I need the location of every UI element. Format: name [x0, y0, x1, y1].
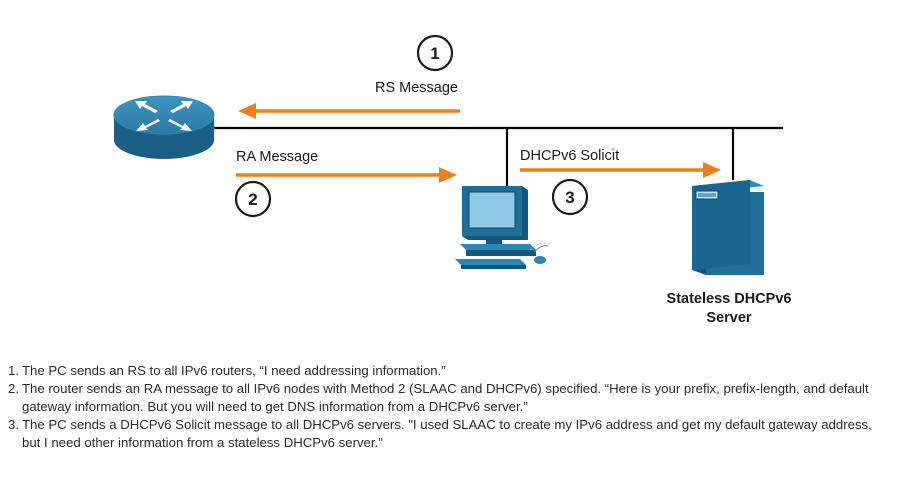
step-item-2: 2. The router sends an RA message to all… [0, 380, 890, 416]
step-number: 1. [8, 363, 19, 378]
svg-text:3: 3 [565, 188, 574, 207]
rs-label: RS Message [375, 80, 458, 96]
step-2-badge: 2 [234, 180, 272, 218]
solicit-label: DHCPv6 Solicit [520, 148, 619, 164]
step-item-3: 3. The PC sends a DHCPv6 Solicit message… [0, 416, 890, 452]
pc-icon [455, 186, 551, 269]
step-1-badge: 1 [416, 34, 454, 72]
server-label-line1: Stateless DHCPv6 [667, 291, 792, 307]
step-number: 3. [8, 417, 19, 432]
step-number: 2. [8, 381, 19, 396]
step-item-1: 1. The PC sends an RS to all IPv6 router… [0, 362, 890, 380]
steps-list: 1. The PC sends an RS to all IPv6 router… [0, 362, 890, 452]
solicit-arrow [520, 162, 721, 178]
ra-arrow [236, 167, 457, 183]
rs-arrow [238, 103, 460, 119]
server-icon [692, 180, 764, 275]
step-text: The router sends an RA message to all IP… [22, 381, 869, 414]
step-3-badge: 3 [551, 178, 589, 216]
router-icon [113, 95, 215, 159]
svg-text:2: 2 [248, 190, 257, 209]
step-text: The PC sends a DHCPv6 Solicit message to… [22, 417, 872, 450]
ra-label: RA Message [236, 149, 318, 165]
step-text: The PC sends an RS to all IPv6 routers, … [22, 363, 446, 378]
network-diagram: RS Message 1 RA Message 2 DHCPv6 Solicit… [113, 34, 792, 326]
server-label-line2: Server [706, 310, 752, 326]
svg-text:1: 1 [430, 44, 439, 63]
